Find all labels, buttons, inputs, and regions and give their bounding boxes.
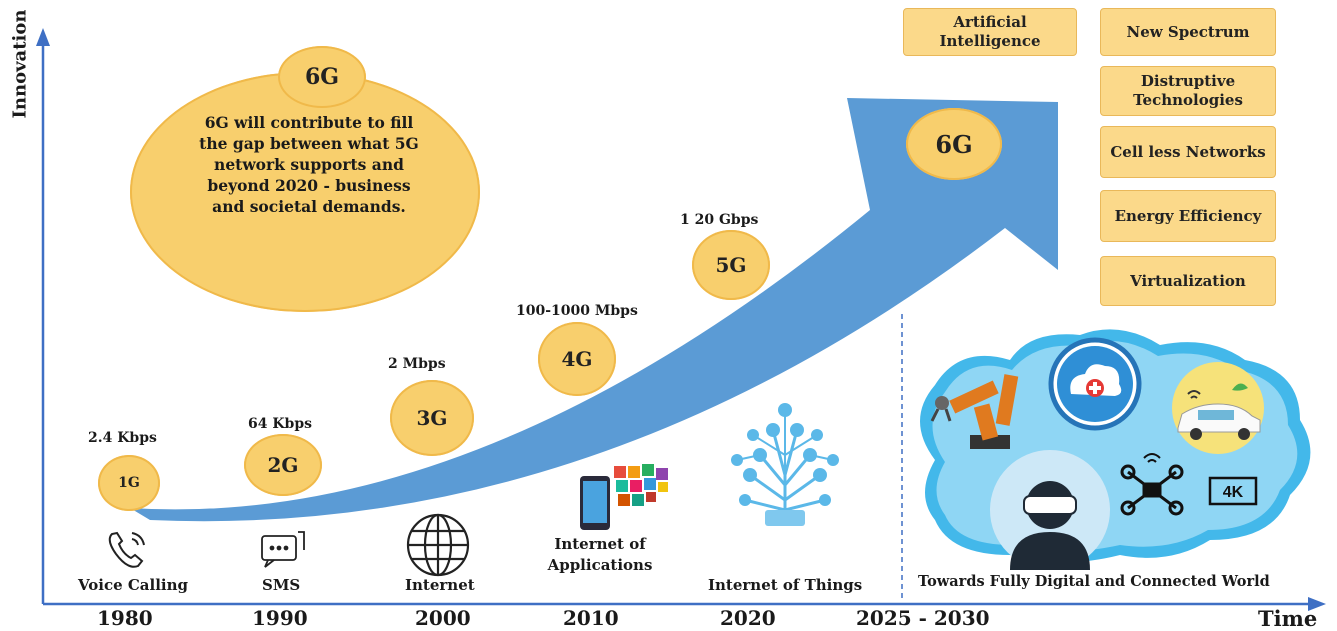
- app-label-voice-calling: Voice Calling: [78, 576, 189, 594]
- drone-icon: [1120, 453, 1184, 516]
- year-2020: 2020: [720, 606, 776, 630]
- future-caption: Towards Fully Digital and Connected Worl…: [918, 573, 1270, 590]
- car-icon: [1172, 362, 1264, 454]
- year-1990: 1990: [252, 606, 308, 630]
- feature-box-virtualization: Virtualization: [1100, 256, 1276, 306]
- gen-1g-circle: 1G: [98, 455, 160, 511]
- app-label-internet: Internet: [405, 576, 475, 594]
- feature-box-new-spectrum: New Spectrum: [1100, 8, 1276, 56]
- cloud-health-icon: [1048, 337, 1142, 431]
- year-2010: 2010: [563, 606, 619, 630]
- speed-5g: 1 20 Gbps: [680, 212, 759, 228]
- robot-arm-icon: [930, 374, 1019, 449]
- feature-box-cell-less-networks: Cell less Networks: [1100, 126, 1276, 178]
- gen-5g-circle: 5G: [692, 230, 770, 300]
- phone-icon: [108, 531, 145, 568]
- feature-box-artificial-intelligence: Artificial Intelligence: [903, 8, 1077, 56]
- vr-headset-icon: [990, 450, 1110, 570]
- speed-3g: 2 Mbps: [388, 356, 446, 372]
- feature-box-energy-efficiency: Energy Efficiency: [1100, 190, 1276, 242]
- speed-4g: 100-1000 Mbps: [516, 303, 638, 319]
- gen-3g-circle: 3G: [390, 380, 474, 456]
- speed-1g: 2.4 Kbps: [88, 430, 157, 446]
- y-axis-arrowhead: [36, 28, 50, 46]
- axes: [36, 28, 1326, 611]
- gen-2g-circle: 2G: [244, 434, 322, 496]
- svg-text:4K: 4K: [1223, 484, 1244, 501]
- year-1980: 1980: [97, 606, 153, 630]
- gen-6g-circle: 6G: [906, 108, 1002, 180]
- app-label-internet-of-applications: Internet of Applications: [547, 535, 653, 574]
- vision-bubble-text: 6G will contribute to fill the gap betwe…: [199, 113, 419, 216]
- feature-box-disruptive-technologies: Distruptive Technologies: [1100, 66, 1276, 116]
- year-2000: 2000: [415, 606, 471, 630]
- iot-tree-icon: [731, 403, 839, 526]
- gen-4g-circle: 4G: [538, 322, 616, 396]
- 4k-icon: 4K: [1208, 476, 1258, 506]
- vision-bubble: [130, 72, 480, 312]
- y-axis-label: Innovation: [9, 9, 31, 119]
- x-axis-label: Time: [1258, 606, 1318, 631]
- app-label-internet-of-things: Internet of Things: [708, 576, 863, 594]
- year-2025-2030: 2025 - 2030: [856, 606, 990, 630]
- speed-2g: 64 Kbps: [248, 416, 312, 432]
- x-axis-arrowhead: [1308, 597, 1326, 611]
- globe-icon: [406, 513, 470, 577]
- message-icon: [261, 531, 305, 568]
- vision-bubble-title: 6G: [278, 46, 366, 108]
- app-label-sms: SMS: [262, 576, 301, 594]
- apps-icon: [580, 464, 668, 530]
